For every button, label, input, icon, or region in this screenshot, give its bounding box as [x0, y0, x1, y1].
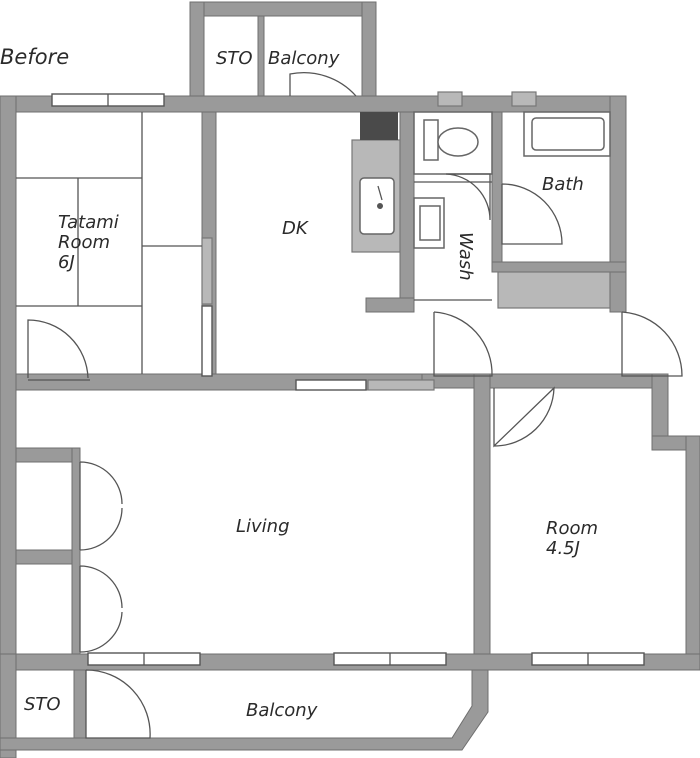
label-room-line2: 4.5J [546, 538, 580, 559]
label-storage-top: STO [216, 48, 253, 69]
label-wash: Wash [455, 232, 476, 281]
doors [27, 71, 683, 739]
label-living: Living [236, 516, 290, 537]
label-room-line1: Room [546, 518, 598, 539]
toilet [413, 111, 493, 175]
label-dk: DK [282, 218, 309, 239]
label-bath: Bath [542, 174, 584, 195]
label-tatami-line3: 6J [58, 252, 75, 273]
plan-heading: Before [0, 45, 69, 69]
label-balcony-bottom: Balcony [246, 700, 318, 721]
tatami-mats [16, 112, 202, 374]
label-tatami-line2: Room [58, 232, 110, 253]
wash-basin [413, 181, 492, 301]
bathtub [497, 111, 611, 309]
room-labels: Before STO Balcony Tatami Room 6J DK Bat… [0, 45, 598, 721]
label-storage-bottom: STO [24, 694, 61, 715]
windows [51, 91, 645, 666]
label-tatami-line1: Tatami [58, 212, 119, 233]
kitchen-counter [351, 112, 401, 253]
label-balcony-top: Balcony [268, 48, 340, 69]
